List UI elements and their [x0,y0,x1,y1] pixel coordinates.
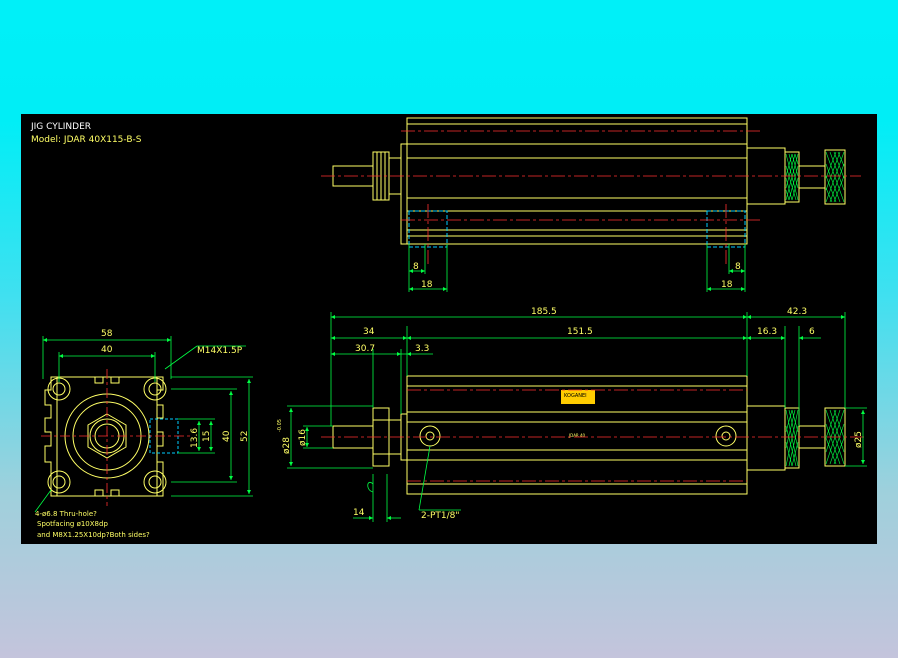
side-view-knurl [785,409,845,467]
side-dim-30-7: 30.7 [355,344,375,354]
side-dim-14: 14 [353,508,365,518]
drawing-viewport[interactable]: JIG CYLINDER Model: JDAR 40X115-B-S [21,114,877,544]
top-dim-left-small: 8 [413,262,419,272]
top-dim-left-big: 18 [421,280,433,290]
side-view [332,375,846,495]
end-dim-58: 58 [101,329,113,339]
end-view [44,376,179,497]
top-view-dims [408,244,746,292]
side-dim-3-3: 3.3 [415,344,429,354]
end-note-2: Spotfacing ø10X8dp [37,520,108,528]
top-dim-right-big: 18 [721,280,733,290]
side-view-centerlines [321,389,866,482]
side-dim-dia-28: ø28 [282,437,292,454]
side-dim-dia-25: ø25 [854,431,864,448]
end-dim-13-6: 13.6 [190,428,200,448]
body-marking: JDAR 40 [568,433,586,438]
side-dim-34: 34 [363,327,375,337]
side-dim-42-3: 42.3 [787,307,807,317]
side-port-label: 2-PT1/8" [421,511,460,521]
end-dim-40-vert: 40 [222,430,232,442]
end-dim-52: 52 [240,431,250,442]
top-dim-right-small: 8 [735,262,741,272]
model-label: Model: JDAR 40X115-B-S [31,135,142,145]
side-dim-185-5: 185.5 [531,307,557,317]
top-view-centerlines [321,130,861,264]
side-dim-dia-tol: -0.05 [277,419,283,432]
side-dim-6: 6 [809,327,815,337]
end-dim-40: 40 [101,345,113,355]
end-note-3: and M8X1.25X10dp?Both sides? [37,531,150,539]
side-dim-151-5: 151.5 [567,327,593,337]
nameplate [561,390,595,404]
end-view-centerlines [41,369,191,506]
drawing-title: JIG CYLINDER [30,122,91,132]
side-view-dims [287,312,867,522]
nameplate-text: KOGANEI [564,393,587,399]
end-thread-label: M14X1.5P [197,346,243,356]
top-view [332,117,846,248]
end-dim-15: 15 [202,431,212,442]
side-dim-16-3: 16.3 [757,327,777,337]
cad-drawing: JIG CYLINDER Model: JDAR 40X115-B-S [30,117,867,539]
end-note-1: 4-ø6.8 Thru-hole? [35,510,97,518]
end-view-dims [34,336,253,513]
side-dim-dia-16: ø16 [298,429,308,446]
top-view-knurl [785,151,845,203]
